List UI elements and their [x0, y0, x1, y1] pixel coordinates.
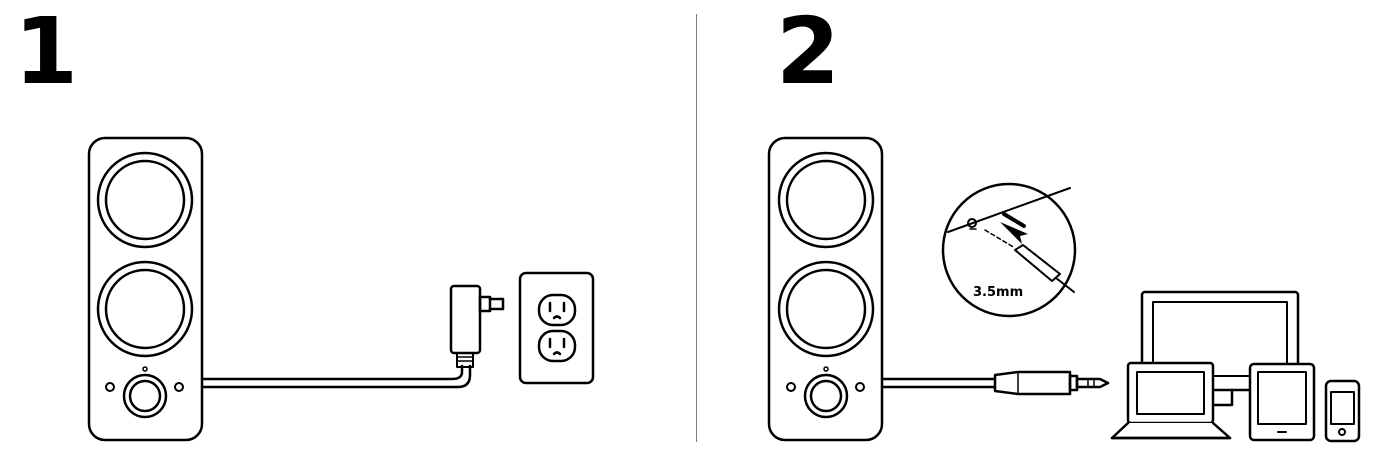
audio-cable — [880, 377, 997, 389]
phone-icon — [1324, 379, 1361, 443]
step-1-number: 1 — [14, 0, 79, 105]
power-adapter-icon — [449, 284, 505, 368]
step-divider — [696, 14, 697, 442]
speaker-icon — [767, 136, 884, 442]
tablet-icon — [1248, 362, 1316, 442]
laptop-icon — [1110, 361, 1232, 440]
power-cable — [200, 364, 472, 389]
wall-outlet-icon — [518, 271, 595, 385]
audio-jack-icon — [993, 370, 1110, 396]
speaker-icon — [87, 136, 204, 442]
step-2-number: 2 — [776, 0, 841, 105]
jack-detail-callout: 3.5mm — [941, 182, 1077, 318]
jack-size-label: 3.5mm — [973, 285, 1023, 300]
